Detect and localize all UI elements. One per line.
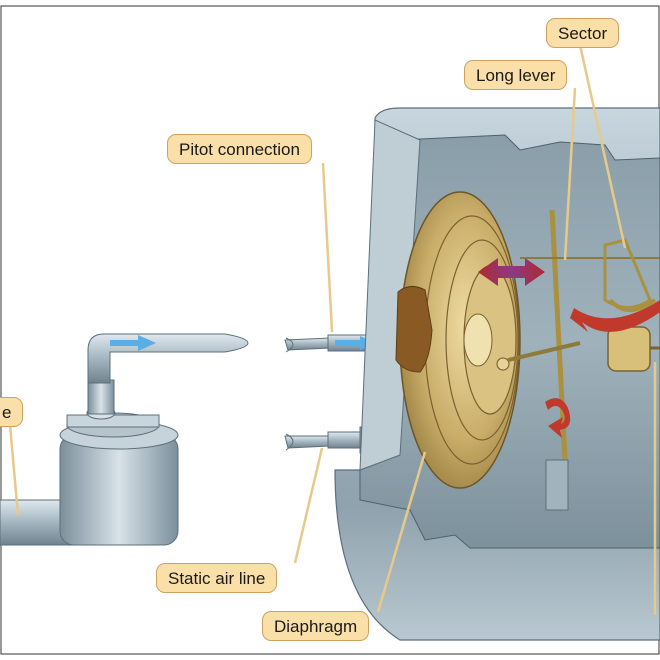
- diaphragm-label: Diaphragm: [262, 611, 370, 641]
- partial-left-label: e: [0, 397, 24, 427]
- sector-gear: [603, 238, 660, 372]
- pitot-tube: [87, 333, 249, 384]
- long-lever-label: Long lever: [464, 60, 568, 90]
- diaphragm-motion-arrow-icon: [478, 258, 545, 286]
- leader-lines: [8, 44, 657, 615]
- rotation-arrow-icon: [545, 398, 571, 438]
- pinion-gear: [607, 326, 651, 372]
- long-lever: [507, 209, 660, 511]
- sector-motion-arrow-icon: [570, 300, 660, 332]
- sector-label: Sector: [546, 18, 620, 48]
- pitot-connection-label: Pitot connection: [167, 134, 312, 164]
- airflow-arrow-head-icon: [138, 335, 156, 351]
- static-air-line-label: Static air line: [156, 563, 278, 593]
- pitot-housing: [0, 379, 179, 546]
